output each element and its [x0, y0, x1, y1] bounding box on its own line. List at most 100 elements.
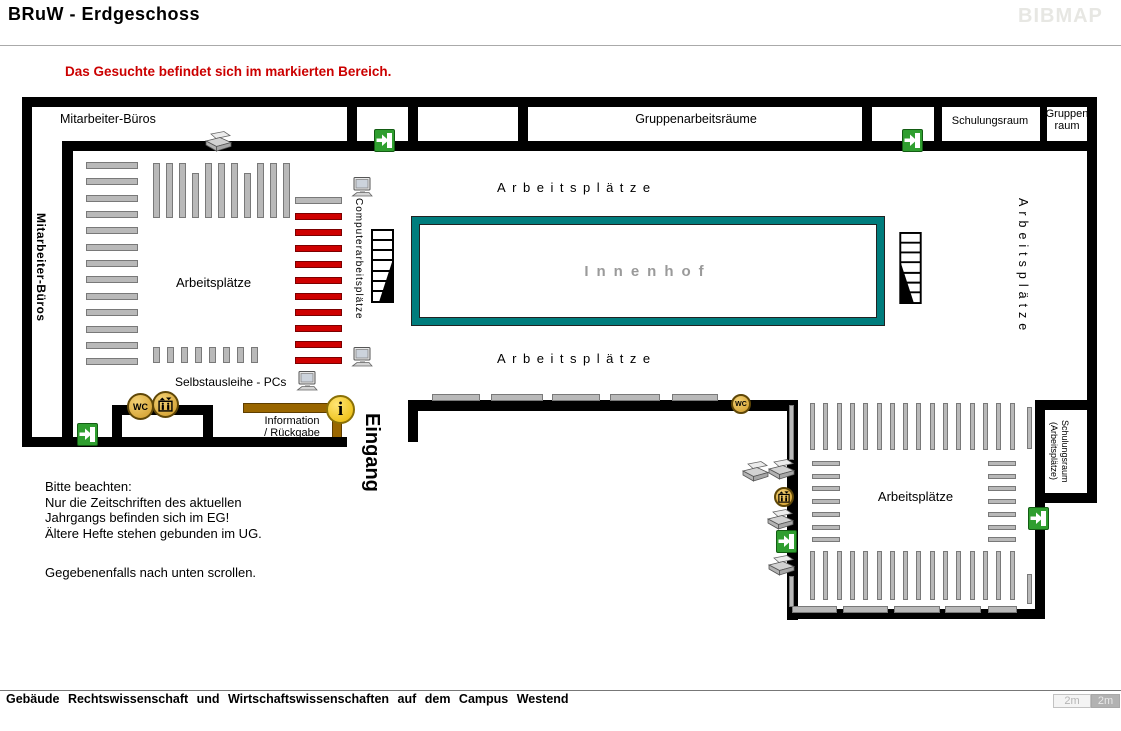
shelf	[86, 178, 138, 186]
exit-icon	[77, 423, 98, 446]
shelf	[812, 499, 840, 505]
wall-segment	[934, 97, 942, 141]
shelf	[86, 211, 138, 219]
wall-segment	[1035, 400, 1097, 410]
shelf	[823, 403, 829, 450]
shelf	[86, 243, 138, 251]
printer-icon	[767, 459, 795, 480]
shelf	[810, 551, 815, 600]
shelf	[237, 347, 244, 363]
elevator-pictogram	[158, 397, 173, 412]
elevator-icon	[774, 487, 794, 507]
marked-shelf	[295, 261, 342, 268]
shelf	[231, 163, 238, 218]
shelf-strip	[1027, 574, 1032, 604]
courtyard-label: Innenhof	[584, 262, 712, 280]
wall-segment	[22, 97, 32, 447]
shelf	[876, 403, 882, 450]
wall-segment	[22, 437, 347, 447]
wall-segment	[1040, 97, 1047, 141]
shelf	[295, 197, 342, 204]
marked-shelf	[295, 341, 342, 348]
wall-segment	[787, 400, 798, 620]
shelf	[209, 347, 216, 363]
marked-shelf	[295, 245, 342, 252]
exit-icon	[1028, 507, 1049, 530]
area-label-computerarbeitsplaetze: Computerarbeitsplätze	[353, 198, 364, 320]
shelf	[86, 194, 138, 202]
shelf	[876, 551, 882, 600]
wall-segment	[408, 400, 418, 442]
marked-shelf	[295, 277, 342, 284]
shelf	[195, 347, 202, 363]
shelf	[86, 227, 138, 235]
room-label-schulungsraum: Schulungsraum	[951, 115, 1029, 127]
shelf	[836, 551, 842, 600]
shelf	[86, 292, 138, 300]
info-icon: i	[326, 395, 355, 424]
exit-icon	[776, 530, 797, 553]
shelf	[218, 163, 225, 218]
wall-segment	[347, 97, 357, 141]
shelf	[943, 551, 948, 600]
shelf	[86, 341, 138, 349]
marked-shelf	[295, 309, 342, 316]
printer-icon	[766, 509, 794, 530]
shelf	[166, 163, 173, 218]
scroll-hint: Gegebenenfalls nach unten scrollen.	[45, 565, 257, 580]
shelf	[988, 537, 1016, 543]
room-label-mitarbeiter-bueros: Mitarbeiter-Büros	[60, 112, 156, 126]
page-title: BRuW - Erdgeschoss	[8, 4, 201, 24]
shelf	[1009, 551, 1015, 600]
shelf	[179, 163, 186, 218]
table	[894, 606, 940, 613]
shelf	[996, 403, 1002, 450]
shelf	[988, 461, 1016, 466]
wall-segment	[112, 405, 122, 447]
bibmap-logo: BIBMAP	[1018, 5, 1103, 27]
area-label-arbeitsplaetze-court-bottom: Arbeitsplätze	[497, 351, 657, 366]
shelf	[812, 511, 840, 517]
shelf	[86, 358, 138, 366]
shelf	[153, 163, 160, 218]
shelf	[863, 551, 869, 600]
room-label-schulungsraum-arbeitsplaetze: Schulungsraum (Arbeitsplätze)	[1049, 419, 1070, 483]
printer-icon	[741, 461, 769, 482]
printer-icon	[204, 131, 232, 152]
table	[988, 606, 1017, 613]
printer-icon	[767, 555, 795, 576]
shelf	[903, 551, 909, 600]
shelf	[244, 173, 251, 218]
shelf	[849, 551, 855, 600]
shelf	[996, 551, 1002, 600]
entrance-label: Eingang	[361, 413, 383, 492]
elevator-pictogram	[778, 491, 790, 503]
table	[491, 394, 543, 401]
shelf	[929, 403, 935, 450]
wall-segment	[408, 97, 418, 141]
shelf	[153, 347, 160, 363]
marked-shelf	[295, 325, 342, 332]
wall-segment	[787, 609, 1045, 619]
shelf	[812, 537, 840, 543]
info-glyph: i	[337, 398, 344, 420]
map-scale-segment: 2m	[1091, 694, 1120, 708]
shelf	[889, 403, 895, 450]
shelf	[956, 551, 962, 600]
shelf	[929, 551, 935, 600]
map-scale-segment: 2m	[1053, 694, 1091, 708]
shelf	[988, 473, 1016, 479]
wc-icon: WC	[127, 393, 154, 420]
footer-text: Gebäude Rechtswissenschaft und Wirtschaf…	[6, 692, 569, 706]
shelf	[982, 551, 988, 600]
area-label-arbeitsplaetze-court-top: Arbeitsplätze	[497, 180, 657, 195]
table	[552, 394, 600, 401]
wall-segment	[862, 97, 872, 141]
elevator-icon	[152, 391, 179, 418]
shelf	[823, 551, 829, 600]
area-label-arbeitsplaetze-east: Arbeitsplätze	[1016, 198, 1030, 336]
shelf	[982, 403, 988, 450]
table	[610, 394, 660, 401]
shelf	[916, 403, 922, 450]
